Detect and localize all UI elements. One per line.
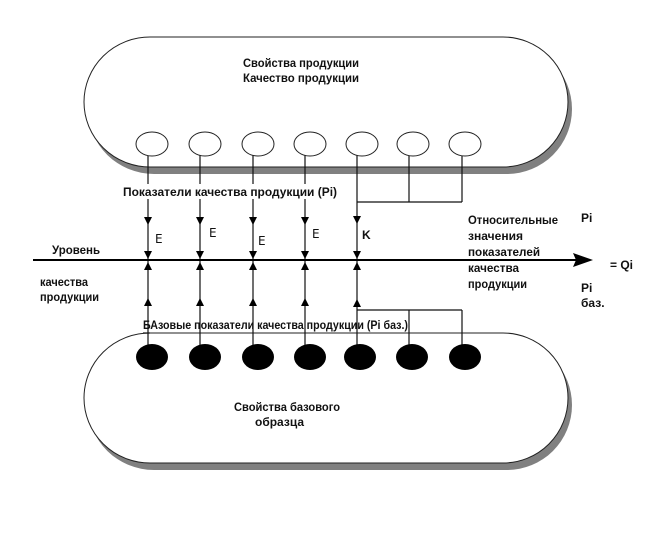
arrow-up-icon xyxy=(249,262,257,270)
relative-value-formula: Pi = Qi Pi баз. xyxy=(581,211,633,310)
edge-label-4: E xyxy=(312,227,320,241)
base-sample-subtitle: образца xyxy=(255,415,304,429)
arrow-up-icon xyxy=(301,262,309,270)
formula-denominator: Pi xyxy=(581,281,592,295)
product-indicator-circle xyxy=(345,131,379,157)
relative-values-label: Относительные значения показателей качес… xyxy=(468,213,558,291)
base-sample-title: Свойства базового xyxy=(234,400,340,414)
quality-level-axis xyxy=(33,253,593,267)
edge-label-5: K xyxy=(362,228,371,242)
relative-values-line: качества xyxy=(468,261,519,275)
edge-label-2: E xyxy=(209,226,217,240)
formula-result: = Qi xyxy=(610,258,633,272)
arrow-up-icon xyxy=(144,298,152,306)
arrow-up-icon xyxy=(353,262,361,270)
product-indicator-circle xyxy=(241,131,275,157)
relative-values-line: значения xyxy=(468,229,523,243)
indicators-label: Показатели качества продукции (Pi) xyxy=(123,185,337,199)
base-indicator-circle xyxy=(344,344,376,370)
product-indicator-circle xyxy=(188,131,222,157)
product-indicator-circle xyxy=(293,131,327,157)
relative-values-line: показателей xyxy=(468,245,540,259)
product-indicator-circle xyxy=(396,131,430,157)
base-indicator-circle xyxy=(136,344,168,370)
arrow-down-icon xyxy=(144,217,152,225)
axis-arrowhead-icon xyxy=(573,253,593,267)
edge-label-1: E xyxy=(155,232,163,246)
relative-values-line: продукции xyxy=(468,277,527,291)
product-properties-title: Свойства продукции xyxy=(243,56,359,70)
arrow-up-icon xyxy=(249,298,257,306)
axis-label-level: Уровень xyxy=(52,243,100,257)
arrow-down-icon xyxy=(196,251,204,259)
formula-numerator: Pi xyxy=(581,211,592,225)
product-indicator-circle xyxy=(448,131,482,157)
relative-values-line: Относительные xyxy=(468,213,558,227)
base-indicator-circle xyxy=(242,344,274,370)
axis-label-product: продукции xyxy=(40,290,99,304)
arrow-up-icon xyxy=(353,299,361,307)
base-indicators xyxy=(136,344,481,370)
product-indicators xyxy=(135,131,482,157)
base-indicator-circle xyxy=(449,344,481,370)
base-indicator-circle xyxy=(396,344,428,370)
indicators-label-background xyxy=(122,184,339,199)
arrow-up-icon xyxy=(196,298,204,306)
base-indicator-circle xyxy=(189,344,221,370)
axis-label-quality: качества xyxy=(40,275,88,289)
arrow-up-icon xyxy=(196,262,204,270)
arrow-up-icon xyxy=(144,262,152,270)
arrow-down-icon xyxy=(144,251,152,259)
formula-denominator-suffix: баз. xyxy=(581,296,605,310)
arrow-down-icon xyxy=(353,216,361,224)
arrow-down-icon xyxy=(301,251,309,259)
arrow-down-icon xyxy=(196,217,204,225)
arrow-up-icon xyxy=(301,298,309,306)
base-indicator-circle xyxy=(294,344,326,370)
product-quality-title: Качество продукции xyxy=(243,71,359,85)
base-indicators-label: БАзовые показатели качества продукции (P… xyxy=(143,318,408,332)
edge-label-3: E xyxy=(258,234,266,248)
arrow-down-icon xyxy=(249,217,257,225)
product-indicator-circle xyxy=(135,131,169,157)
arrowheads xyxy=(144,216,361,307)
arrow-down-icon xyxy=(249,251,257,259)
arrow-down-icon xyxy=(353,251,361,259)
arrow-down-icon xyxy=(301,217,309,225)
